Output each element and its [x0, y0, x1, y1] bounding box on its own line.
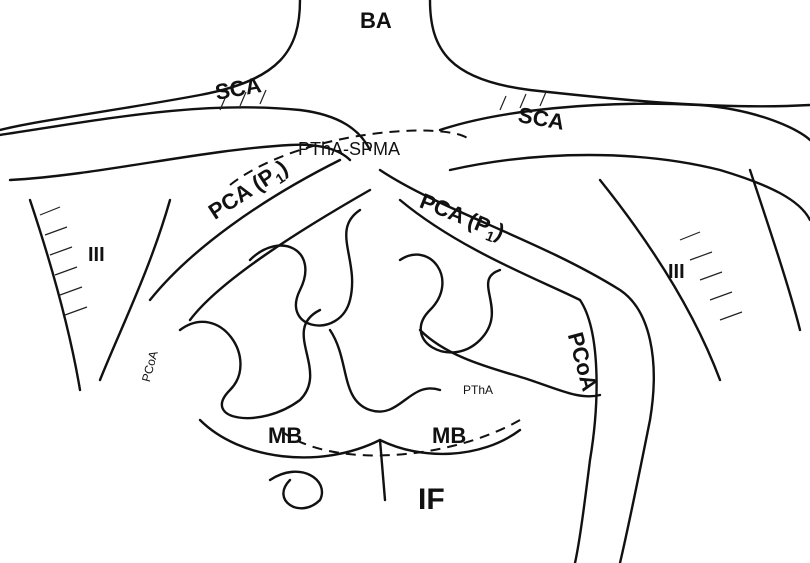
mammillary-bodies — [198, 418, 522, 459]
right-pca — [378, 168, 655, 563]
label-ba: BA — [360, 8, 392, 33]
label-cn3-right: III — [668, 261, 685, 283]
basilar-artery-outline-right — [428, 0, 810, 108]
left-cn3 — [28, 198, 82, 392]
label-mb-left: MB — [268, 423, 303, 448]
left-pca — [148, 158, 342, 302]
label-if: IF — [418, 483, 445, 516]
hatching — [39, 89, 743, 321]
perforator-territory-outline — [229, 129, 521, 457]
label-ptha-spma: PThA-SPMA — [298, 139, 401, 159]
basilar-artery-outline — [0, 0, 302, 132]
perforating-arteries — [178, 208, 602, 420]
label-mb-right: MB — [432, 423, 467, 448]
right-sca — [438, 102, 810, 142]
label-cn3-left: III — [88, 244, 105, 266]
left-sca — [0, 106, 372, 152]
right-cn3 — [598, 178, 722, 382]
label-ptha-small: PThA — [463, 383, 494, 397]
